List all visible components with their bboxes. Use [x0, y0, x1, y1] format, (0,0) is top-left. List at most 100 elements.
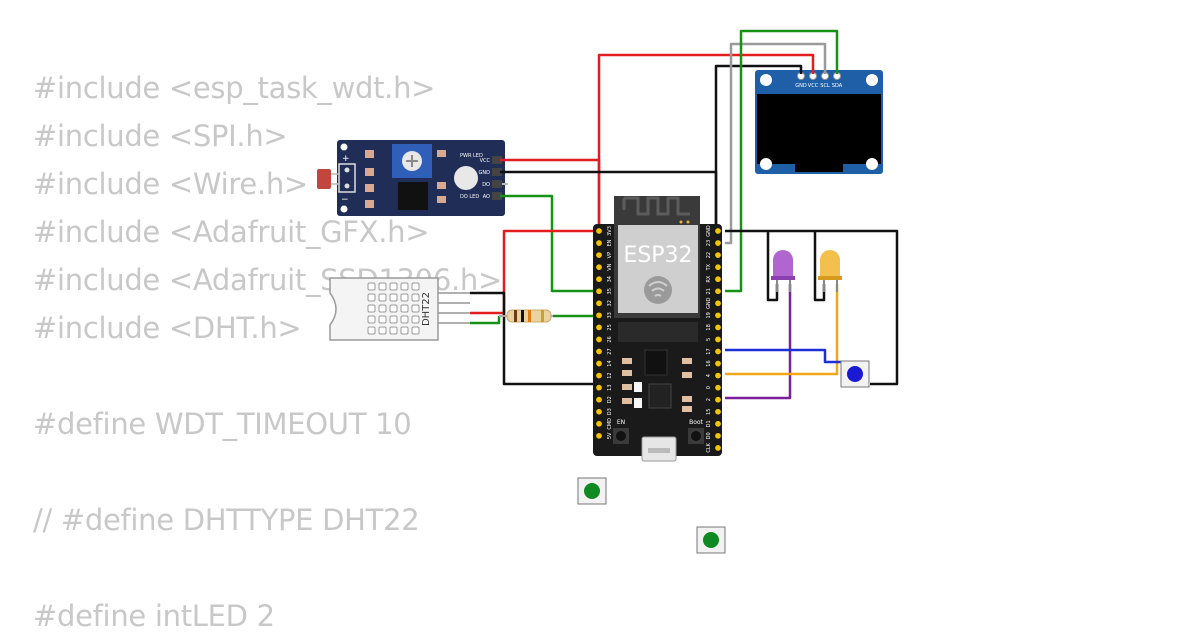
esp32-pin-label: RX	[706, 275, 712, 282]
led-purple[interactable]	[771, 250, 795, 292]
pushbutton-blue[interactable]	[840, 360, 870, 388]
esp32-pin[interactable]	[595, 372, 603, 380]
dht22-vent	[367, 293, 376, 302]
esp32-pin[interactable]	[595, 384, 603, 392]
ldr-pin-label: AO	[483, 194, 490, 200]
dht22-vent	[378, 293, 387, 302]
esp32-pin[interactable]	[714, 360, 722, 368]
dht22-vent	[400, 304, 409, 313]
en-label: EN	[617, 419, 625, 426]
esp32-pin[interactable]	[595, 408, 603, 416]
esp32-pin[interactable]	[595, 420, 603, 428]
esp32-pin[interactable]	[714, 420, 722, 428]
boot-button[interactable]	[688, 428, 704, 444]
esp32-pin-label: VN	[607, 263, 613, 270]
wire-gray-oled-scl	[725, 42, 827, 245]
esp32-pin-headers[interactable]: 3V3ENVPVN34353233252627141213D2D3CMD5VGN…	[595, 225, 722, 453]
esp32-pin[interactable]	[714, 323, 722, 331]
esp32-pin[interactable]	[714, 335, 722, 343]
esp32-pin-label: 4	[706, 374, 712, 377]
esp32-pin[interactable]	[714, 311, 722, 319]
esp32-pin-label: 22	[706, 252, 712, 258]
esp32-pin-label: 12	[607, 372, 613, 378]
esp32-pin[interactable]	[595, 227, 603, 235]
boot-label: Boot	[689, 419, 703, 426]
en-button[interactable]	[613, 428, 629, 444]
dht22-vent	[378, 282, 387, 291]
oled-pin-label: VCC	[808, 83, 819, 89]
code-line: #include <esp_task_wdt.h>	[33, 71, 436, 105]
ldr-pin-label: GND	[479, 170, 491, 176]
oled-pins[interactable]	[797, 72, 841, 80]
wire-red-dht-vcc	[470, 229, 599, 315]
esp32-pin[interactable]	[595, 360, 603, 368]
pushbutton-green-1[interactable]	[577, 477, 607, 505]
esp32-pin[interactable]	[595, 287, 603, 295]
esp32-pin[interactable]	[714, 299, 722, 307]
dht22-vent	[400, 326, 409, 335]
esp32-pin[interactable]	[714, 408, 722, 416]
esp32-pin-label: CLK	[706, 442, 712, 452]
esp32-pin[interactable]	[595, 311, 603, 319]
esp32-pin[interactable]	[595, 335, 603, 343]
esp32-pin-label: 13	[607, 384, 613, 390]
esp32-pin[interactable]	[714, 396, 722, 404]
dht22-vent	[367, 282, 376, 291]
esp32-pin-label: 0	[706, 386, 712, 389]
esp32-pin[interactable]	[714, 432, 722, 440]
oled-display[interactable]: GND VCC SCL SDA	[755, 70, 883, 174]
resistor[interactable]	[499, 309, 553, 323]
esp32-pin[interactable]	[714, 384, 722, 392]
led-yellow[interactable]	[818, 250, 842, 292]
wire-green-oled-sda	[725, 29, 839, 293]
dht22-vent	[400, 293, 409, 302]
esp32-pin-label: 14	[607, 360, 613, 366]
esp32-pin-label: VP	[607, 252, 613, 258]
wire-red-oled-vcc	[597, 53, 815, 231]
wire-black-dht-gnd	[470, 291, 599, 386]
dht22-vent	[389, 282, 398, 291]
dht22-sensor[interactable]: DHT22	[329, 277, 470, 341]
esp32-pin-label: GND	[706, 297, 712, 309]
dht22-vent	[389, 326, 398, 335]
esp32-pin[interactable]	[595, 239, 603, 247]
esp32-pin[interactable]	[714, 287, 722, 295]
esp32-pin[interactable]	[595, 299, 603, 307]
code-line: // #define DHTTYPE DHT22	[33, 503, 420, 537]
esp32-pin-label: EN	[607, 239, 613, 246]
pushbutton-green-2[interactable]	[696, 526, 726, 554]
dht22-vent	[389, 315, 398, 324]
dht22-vent	[367, 326, 376, 335]
esp32-pin-label: 27	[607, 348, 613, 354]
dht22-vent	[411, 326, 420, 335]
esp32-pin-label: CMD	[607, 418, 613, 430]
esp32-pin[interactable]	[714, 444, 722, 452]
esp32-pin[interactable]	[595, 396, 603, 404]
esp32-pin-label: 35	[607, 288, 613, 294]
esp32-pin-label: 17	[706, 348, 712, 354]
esp32-pin-label: 2	[706, 398, 712, 401]
esp32-board[interactable]: ESP32 EN Boot	[593, 196, 722, 462]
esp32-pin[interactable]	[595, 432, 603, 440]
ldr-pin-socket	[492, 156, 502, 164]
esp32-pin[interactable]	[714, 263, 722, 271]
esp32-pin-label: D3	[607, 408, 613, 415]
ldr-pin-socket	[492, 168, 502, 176]
esp32-pin[interactable]	[595, 263, 603, 271]
dht22-vent	[378, 304, 387, 313]
esp32-pin[interactable]	[714, 239, 722, 247]
esp32-pin[interactable]	[714, 251, 722, 259]
usb-port[interactable]	[641, 436, 677, 462]
esp32-pin[interactable]	[595, 347, 603, 355]
dht22-vent	[367, 315, 376, 324]
esp32-pin[interactable]	[595, 323, 603, 331]
esp32-pin[interactable]	[595, 275, 603, 283]
esp32-pin[interactable]	[595, 251, 603, 259]
esp32-pin[interactable]	[714, 347, 722, 355]
esp32-pin[interactable]	[714, 227, 722, 235]
esp32-pin[interactable]	[714, 372, 722, 380]
esp32-label: ESP32	[623, 243, 692, 268]
esp32-pin[interactable]	[714, 275, 722, 283]
esp32-pin-label: 18	[706, 324, 712, 330]
